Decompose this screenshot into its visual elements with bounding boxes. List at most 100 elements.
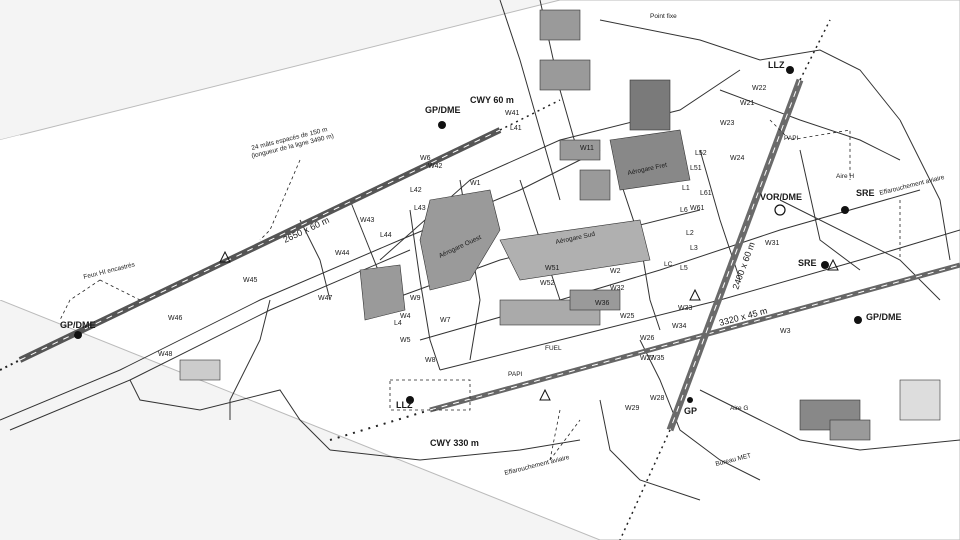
taxiway-label-l41: L41 (510, 125, 522, 132)
gp-dme-w-label: GP/DME (60, 320, 96, 330)
gp-dme-e-icon (854, 316, 862, 324)
taxiway-label-w36: W36 (595, 300, 610, 307)
building-block-10 (899, 379, 941, 421)
taxiway-label-w8: W8 (425, 357, 436, 364)
llz-ne-icon (786, 66, 794, 74)
taxiway-label-l51: L51 (690, 165, 702, 172)
taxiway-label-l43: L43 (414, 205, 426, 212)
taxiway-label-l52: L52 (695, 150, 707, 157)
taxiway-label-w34: W34 (672, 323, 687, 330)
taxiway-label-w3: W3 (780, 328, 791, 335)
terminal-fret (609, 129, 691, 191)
taxiway-label-w45: W45 (243, 277, 258, 284)
taxiway-label-w25: W25 (620, 313, 635, 320)
taxiway-label-l44: L44 (380, 232, 392, 239)
taxiway-label-w1: W1 (470, 180, 481, 187)
terminal-south (499, 219, 651, 281)
taxiway-label-w43: W43 (360, 217, 375, 224)
taxiway-label-w33: W33 (678, 305, 693, 312)
llz-ne-label: LLZ (768, 60, 785, 70)
taxiway-label-w11: W11 (580, 145, 594, 152)
gp-dme-e-label: GP/DME (866, 312, 902, 322)
building-group (179, 9, 941, 441)
sre-e-icon (841, 206, 849, 214)
building-block-7 (569, 289, 621, 311)
cwy-nw-label: CWY 60 m (470, 95, 514, 105)
taxiway-label-w5: W5 (400, 337, 411, 344)
gp-dme-w-icon (74, 331, 82, 339)
taxiway-label-w26: W26 (640, 335, 655, 342)
taxiway-label-w27: W27 (640, 355, 655, 362)
gp-s-icon (687, 397, 693, 403)
hangar-west (359, 264, 406, 321)
taxiway-label-l1: L1 (682, 185, 690, 192)
taxiway-label-w9: W9 (410, 295, 421, 302)
taxiway-label-l5: L5 (680, 265, 688, 272)
gp-s-label: GP (684, 406, 697, 416)
taxiway-label-w48: W48 (158, 351, 173, 358)
taxiway-label-w42: W42 (428, 163, 443, 170)
sre-e-label: SRE (856, 188, 875, 198)
llz-s-label: LLZ (396, 400, 413, 410)
taxiway-network (0, 0, 960, 501)
approach-lights-west (0, 359, 21, 371)
taxiway-label-l6: L6 (680, 207, 688, 214)
taxiway-label-l4: L4 (394, 320, 402, 327)
taxiway-label-w22: W22 (752, 85, 767, 92)
building-block-8 (829, 419, 871, 441)
taxiway-label-w46: W46 (168, 315, 183, 322)
approach-lights-south (329, 409, 431, 441)
taxiway-label-w47: W47 (318, 295, 333, 302)
taxiway-label-w52: W52 (540, 280, 555, 287)
navaid-symbols (74, 66, 862, 404)
taxiway-label-l61: L61 (700, 190, 712, 197)
taxiway-label-l2: L2 (686, 230, 694, 237)
fuel-label: FUEL (545, 345, 562, 352)
point-fixe-label: Point fixe (650, 13, 677, 20)
annotation-leaders (59, 119, 901, 461)
llz-s-enclosure (389, 379, 471, 411)
papi-s-label: PAPI (508, 371, 523, 378)
building-block-4 (539, 9, 581, 41)
taxiway-labels: W1W2W3W4W5W6W7W8W9W11W21W22W23W24W25W26W… (158, 85, 791, 412)
lc-label: LC (664, 261, 673, 268)
runway-west-centerline (19, 129, 501, 361)
sheet-left-edge (0, 135, 20, 300)
triangle-marker-c-icon (689, 288, 701, 301)
taxiway-label-w41: W41 (505, 110, 520, 117)
approach-lights-north-end (799, 19, 831, 81)
taxiway-label-w6: W6 (420, 155, 431, 162)
runway-group (0, 19, 960, 540)
gp-dme-nw-icon (438, 121, 446, 129)
building-block-9 (179, 359, 221, 381)
approach-lights-north (619, 429, 671, 540)
runway-north-centerline (669, 79, 801, 431)
taxiway-label-w31: W31 (765, 240, 780, 247)
gp-dme-nw-label: GP/DME (425, 105, 461, 115)
vor-dme-icon (774, 204, 786, 216)
aire-g-label: Aire G (730, 405, 748, 412)
sre-c-icon (821, 261, 829, 269)
taxiway-label-l42: L42 (410, 187, 422, 194)
taxiway-label-w21: W21 (740, 100, 755, 107)
taxiway-label-w32: W32 (610, 285, 625, 292)
taxiway-label-w44: W44 (335, 250, 350, 257)
taxiway-label-w29: W29 (625, 405, 640, 412)
papi-n-label: PAPI (784, 135, 799, 142)
taxiway-label-w28: W28 (650, 395, 665, 402)
taxiway-label-w24: W24 (730, 155, 745, 162)
building-block-5 (539, 59, 591, 91)
llz-s-icon (406, 396, 414, 404)
terminal-west (419, 189, 501, 291)
triangle-marker-s-icon (539, 388, 551, 401)
aire-h-label: Aire H (836, 173, 854, 180)
taxiway-label-l3: L3 (690, 245, 698, 252)
taxiway-label-w61: W61 (690, 205, 705, 212)
triangle-marker-w-icon (219, 250, 231, 263)
building-block-2 (579, 169, 611, 201)
sre-c-label: SRE (798, 258, 817, 268)
runway-south-centerline (429, 264, 960, 411)
taxiway-label-w4: W4 (400, 313, 411, 320)
